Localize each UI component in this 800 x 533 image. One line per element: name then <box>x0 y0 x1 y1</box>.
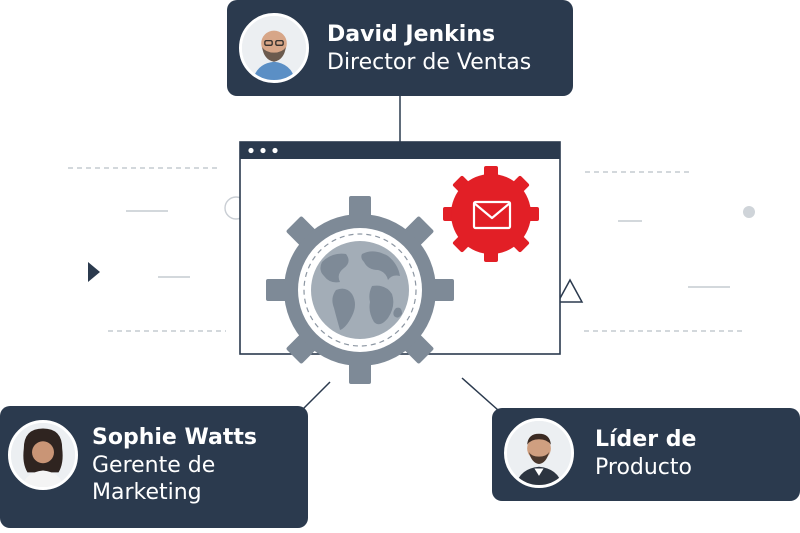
person-role-line1: Gerente de <box>92 452 216 478</box>
person-card-top: David Jenkins Director de Ventas <box>227 0 573 96</box>
person-role-line1: Líder de <box>595 427 697 452</box>
person-role-line2: Marketing <box>92 480 202 505</box>
envelope-icon <box>472 200 512 230</box>
decorative-dot <box>743 206 755 218</box>
decorative-lines <box>68 167 744 332</box>
person-name: David Jenkins <box>327 22 496 47</box>
globe-icon <box>311 241 409 339</box>
person-photo-icon <box>11 423 75 487</box>
connector-lines <box>301 96 499 411</box>
envelope-gear-badge <box>443 166 539 262</box>
person-card-left: Sophie Watts Gerente de Marketing <box>0 406 308 528</box>
avatar <box>504 418 574 488</box>
person-card-right: Líder de Producto <box>492 408 800 501</box>
person-photo-icon <box>507 421 571 485</box>
decorative-arrow <box>88 262 100 282</box>
avatar <box>239 13 309 83</box>
decorative-triangle <box>556 278 584 303</box>
person-role: Director de Ventas <box>327 49 532 75</box>
person-role-line2: Producto <box>595 454 692 480</box>
avatar <box>8 420 78 490</box>
person-photo-icon <box>242 16 306 80</box>
person-name: Sophie Watts <box>92 425 257 450</box>
